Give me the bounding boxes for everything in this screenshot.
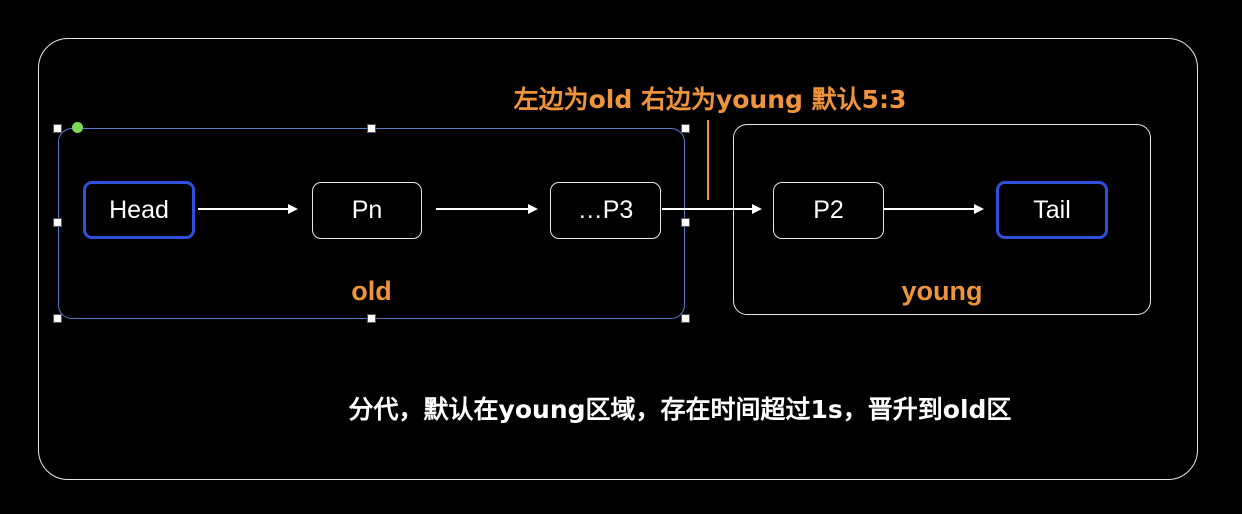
resize-handle-bottom-left[interactable] — [53, 314, 62, 323]
resize-handle-bottom-middle[interactable] — [367, 314, 376, 323]
resize-handle-middle-right[interactable] — [681, 218, 690, 227]
outer-frame — [38, 38, 1198, 480]
rotation-handle[interactable] — [72, 122, 83, 133]
node-p2[interactable]: P2 — [773, 182, 884, 239]
node-p3[interactable]: …P3 — [550, 182, 661, 239]
node-head[interactable]: Head — [83, 181, 195, 239]
caption: 分代，默认在young区域，存在时间超过1s，晋升到old区 — [348, 395, 1012, 424]
old-group-label: old — [351, 276, 392, 306]
resize-handle-middle-left[interactable] — [53, 218, 62, 227]
ratio-note: 左边为old 右边为young 默认5:3 — [513, 85, 907, 114]
young-group[interactable] — [733, 124, 1151, 315]
node-pn[interactable]: Pn — [312, 182, 422, 239]
node-tail[interactable]: Tail — [996, 181, 1108, 239]
resize-handle-top-middle[interactable] — [367, 124, 376, 133]
resize-handle-top-left[interactable] — [53, 124, 62, 133]
young-group-label: young — [901, 276, 983, 306]
resize-handle-bottom-right[interactable] — [681, 314, 690, 323]
resize-handle-top-right[interactable] — [681, 124, 690, 133]
